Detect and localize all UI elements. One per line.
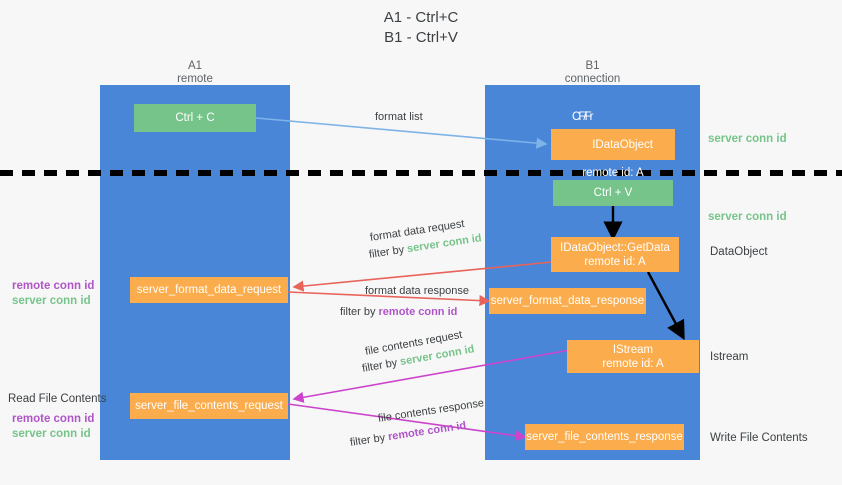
node-idataobject-offer[interactable]: CF/Fr IDataObject remote id: A — [551, 111, 675, 179]
filter-value-remote-conn-id: remote conn id — [378, 306, 458, 318]
side-label-right-write-file-contents: Write File Contents — [710, 432, 808, 444]
edge-label-file-contents-response-filter: filter by remote conn id — [349, 419, 467, 451]
node-ctrl-c-label: Ctrl + C — [175, 112, 215, 124]
side-label-right-istream: Istream — [710, 351, 749, 363]
filter-prefix: filter by — [349, 431, 390, 449]
side-label-left-remote-conn-id-bottom: remote conn id — [12, 413, 95, 425]
side-label-right-server-conn-id-mid: server conn id — [708, 211, 787, 223]
edge-label-file-contents-response: file contents response — [377, 397, 485, 425]
node-server-file-contents-request-label: server_file_contents_request — [135, 400, 283, 412]
node-ctrl-v-label: Ctrl + V — [593, 187, 633, 199]
side-label-left-server-conn-id-mid: server conn id — [12, 295, 91, 307]
lane-header-a1: A1 remote — [177, 60, 213, 85]
node-server-format-data-response-label: server_format_data_response — [490, 295, 645, 307]
node-idataobject-offer-line1: CF/Fr IDataObject — [572, 110, 653, 166]
node-server-file-contents-request[interactable]: server_file_contents_request — [130, 393, 288, 419]
filter-prefix: filter by — [340, 306, 379, 318]
node-idataobject-offer-prefix-overlay: CF/Fr — [572, 110, 593, 123]
filter-prefix: filter by — [368, 243, 409, 261]
edge-label-format-list: format list — [375, 111, 423, 123]
node-idataobject-getdata-line2: remote id: A — [584, 255, 646, 268]
node-ctrl-v[interactable]: Ctrl + V — [553, 180, 673, 206]
side-label-left-read-file-contents: Read File Contents — [8, 393, 107, 405]
node-istream-line2: remote id: A — [602, 357, 664, 370]
node-server-format-data-request[interactable]: server_format_data_request — [130, 277, 288, 303]
node-istream-line1: IStream — [612, 343, 654, 356]
node-server-format-data-request-label: server_format_data_request — [136, 284, 282, 296]
side-label-right-server-conn-id-top: server conn id — [708, 133, 787, 145]
edge-label-format-data-response: format data response — [365, 285, 469, 297]
node-istream[interactable]: IStream remote id: A — [567, 340, 699, 373]
node-ctrl-c[interactable]: Ctrl + C — [134, 104, 256, 132]
edge-label-format-data-response-filter: filter by remote conn id — [340, 305, 457, 320]
node-server-format-data-response[interactable]: server_format_data_response — [489, 288, 646, 314]
side-label-right-dataobject: DataObject — [710, 246, 768, 258]
side-label-left-server-conn-id-bottom: server conn id — [12, 428, 91, 440]
node-idataobject-offer-name: IDataObject — [592, 138, 653, 151]
node-idataobject-offer-line2: remote id: A — [582, 166, 644, 179]
node-idataobject-getdata[interactable]: IDataObject::GetData remote id: A — [551, 237, 679, 272]
node-server-file-contents-response-label: server_file_contents_response — [526, 431, 683, 443]
side-label-left-remote-conn-id-mid: remote conn id — [12, 280, 95, 292]
node-idataobject-getdata-line1: IDataObject::GetData — [560, 241, 670, 254]
node-server-file-contents-response[interactable]: server_file_contents_response — [525, 424, 684, 450]
lane-header-b1: B1 connection — [564, 60, 621, 85]
page-title: A1 - Ctrl+C B1 - Ctrl+V — [383, 9, 459, 46]
